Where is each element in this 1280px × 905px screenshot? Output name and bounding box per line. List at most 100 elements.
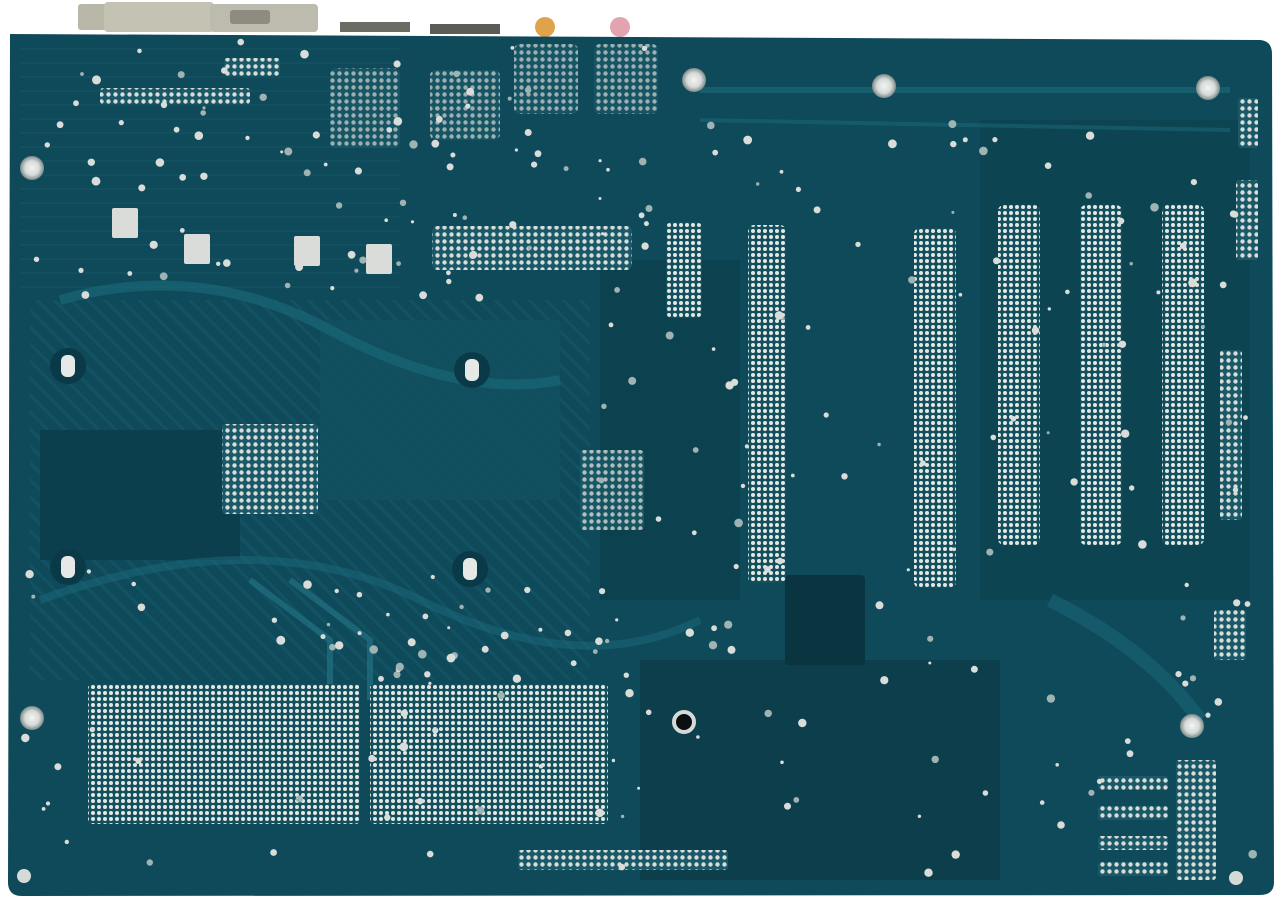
solder-via xyxy=(986,548,994,556)
scattered-vias xyxy=(21,38,1257,877)
solder-via xyxy=(711,625,717,632)
solder-via xyxy=(1124,738,1131,744)
solder-via xyxy=(779,169,784,174)
solder-via xyxy=(711,347,716,351)
solder-via xyxy=(507,96,512,101)
solder-via xyxy=(514,148,519,152)
solder-via xyxy=(459,604,464,610)
solder-via xyxy=(1150,203,1159,212)
solder-via xyxy=(410,220,415,224)
solder-via xyxy=(270,849,277,856)
solder-via xyxy=(527,245,532,251)
solder-via xyxy=(1096,778,1103,785)
solder-via xyxy=(386,127,393,133)
solder-via xyxy=(395,662,404,671)
solder-via xyxy=(601,232,605,236)
solder-via xyxy=(424,671,431,678)
solder-via xyxy=(813,206,821,214)
solder-via xyxy=(599,588,606,595)
solder-via xyxy=(950,140,957,148)
solder-via xyxy=(335,202,343,209)
solder-via xyxy=(563,166,569,172)
solder-via xyxy=(41,807,46,811)
cpu-bracket-holes xyxy=(50,348,490,587)
solder-via xyxy=(1175,671,1182,678)
solder-via xyxy=(127,271,133,276)
solder-via xyxy=(744,444,750,449)
solder-via xyxy=(625,689,634,698)
solder-via xyxy=(990,434,997,441)
solder-via xyxy=(875,601,884,610)
solder-via xyxy=(466,87,475,96)
solder-via xyxy=(970,665,978,673)
solder-via xyxy=(685,628,694,637)
solder-via xyxy=(295,263,304,272)
solder-via xyxy=(805,325,811,330)
solder-via xyxy=(303,580,312,589)
solder-via xyxy=(393,60,401,68)
solder-via xyxy=(592,649,598,654)
solder-via xyxy=(538,627,543,632)
solder-via xyxy=(780,760,784,765)
solder-via xyxy=(31,594,36,599)
audio-jack-pink xyxy=(610,17,630,37)
solder-via xyxy=(159,272,168,281)
io-pad-clusters xyxy=(100,44,1258,660)
solder-via xyxy=(1179,242,1187,250)
solder-via xyxy=(1126,750,1134,758)
capacitor-pads xyxy=(112,208,392,274)
solder-via xyxy=(21,733,30,743)
solder-via xyxy=(200,172,208,180)
solder-via xyxy=(137,603,146,612)
rear-io-connectors xyxy=(78,2,630,37)
solder-via xyxy=(87,158,96,166)
solder-via xyxy=(1190,179,1197,186)
solder-via xyxy=(469,250,478,259)
solder-via xyxy=(982,790,989,796)
solder-via xyxy=(447,626,451,630)
solder-via xyxy=(509,221,517,229)
solder-via xyxy=(160,101,168,109)
sata-pads xyxy=(1098,760,1216,880)
mounting-hole xyxy=(17,869,31,883)
solder-via xyxy=(245,135,250,141)
bottom-header-pads xyxy=(518,850,728,870)
solder-via xyxy=(638,212,645,219)
solder-via xyxy=(135,757,142,765)
solder-via xyxy=(200,110,206,116)
mounting-hole xyxy=(682,68,706,92)
solder-via xyxy=(608,322,614,328)
solder-via xyxy=(655,516,662,522)
solder-via xyxy=(446,278,452,285)
solder-via xyxy=(221,67,228,74)
solder-via xyxy=(323,162,328,167)
solder-via xyxy=(80,72,84,76)
solder-via xyxy=(948,120,957,129)
solder-via xyxy=(357,631,362,636)
solder-via xyxy=(418,649,427,659)
solder-via xyxy=(1118,340,1127,348)
solder-via xyxy=(1047,307,1052,311)
solder-via xyxy=(450,152,456,158)
solder-via xyxy=(91,176,101,186)
solder-via xyxy=(595,637,603,645)
solder-via xyxy=(237,38,244,46)
solder-via xyxy=(179,228,185,233)
solder-via xyxy=(798,718,807,728)
mounting-hole xyxy=(20,156,44,180)
solder-via xyxy=(1070,478,1078,486)
solder-via xyxy=(475,293,484,302)
solder-via xyxy=(476,806,485,815)
solder-via xyxy=(734,518,743,528)
solder-via xyxy=(524,86,532,94)
solder-via xyxy=(202,106,206,110)
solder-via xyxy=(481,645,489,653)
solder-via xyxy=(400,709,408,717)
solder-via xyxy=(601,403,607,409)
solder-via xyxy=(1055,763,1059,767)
solder-via xyxy=(1201,324,1206,329)
solder-via xyxy=(917,814,922,818)
solder-via xyxy=(149,240,158,249)
solder-via xyxy=(1243,415,1248,420)
